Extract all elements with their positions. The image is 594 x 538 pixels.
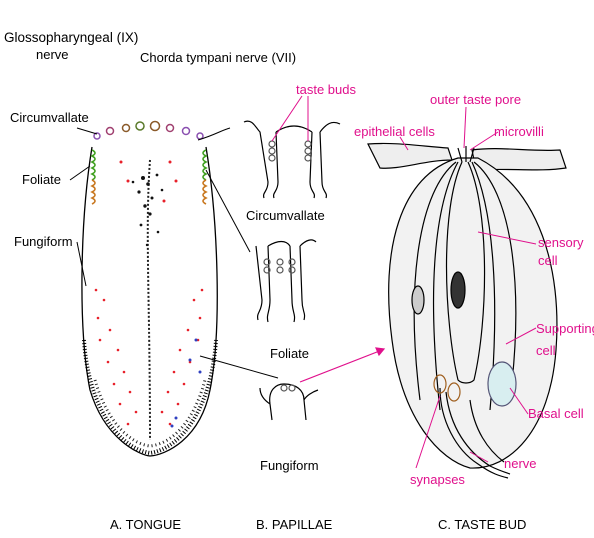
taste-buds-leaders [272, 96, 308, 141]
circumvallate-papilla-label: Circumvallate [246, 208, 325, 223]
taste-buds-label: taste buds [296, 82, 356, 97]
basal-cell-label: Basal cell [528, 406, 584, 421]
fungiform-to-tastebud-arrow [300, 348, 384, 382]
foliate-tongue-label: Foliate [22, 172, 61, 187]
fungiform-tongue-label: Fungiform [14, 234, 73, 249]
fungiform-papilla-label: Fungiform [260, 458, 319, 473]
basal-cell [488, 362, 516, 406]
foliate-papilla-label: Foliate [270, 346, 309, 361]
microvilli-label: microvilli [494, 124, 544, 139]
foliate-right [203, 150, 206, 204]
sensory-cell-label: sensory cell [538, 234, 584, 270]
supporting-cell-label-line1: Supporting [536, 318, 594, 340]
tongue-central-stipple [132, 174, 164, 247]
circumvallate-tongue-label: Circumvallate [10, 110, 89, 125]
chorda-tympani-label: Chorda tympani nerve (VII) [140, 50, 296, 65]
sensory-cell-nucleus [451, 272, 465, 308]
epithelial-cells-label: epithelial cells [354, 124, 435, 139]
synapses-label: synapses [410, 472, 465, 487]
circumvallate-taste-buds [269, 141, 311, 161]
tongue-median-groove [148, 160, 150, 440]
caption-tongue: A. TONGUE [110, 517, 181, 532]
nerve-label: nerve [504, 456, 537, 471]
supporting-cell-label: Supporting cell [536, 318, 594, 362]
papillae-illustration [200, 96, 340, 420]
tongue-accent-dots [171, 339, 202, 428]
glossopharyngeal-label: Glossopharyngeal (IX) [4, 30, 138, 45]
foliate-left [92, 150, 95, 204]
foliate-papilla [256, 240, 316, 322]
supporting-cell-label-line2: cell [536, 340, 594, 362]
papillae-connector-lines [200, 170, 278, 378]
tongue-illustration [70, 82, 230, 456]
sensory-cell-label-line2: cell [538, 252, 584, 270]
glossopharyngeal-line1: Glossopharyngeal (IX) [4, 30, 138, 45]
outer-taste-pore-label: outer taste pore [430, 92, 521, 107]
sensory-cell-label-line1: sensory [538, 234, 584, 252]
tongue-top-patch [92, 82, 188, 122]
caption-papillae: B. PAPILLAE [256, 517, 332, 532]
taste-bud-illustration [368, 107, 566, 478]
caption-taste-bud: C. TASTE BUD [438, 517, 526, 532]
glossopharyngeal-label-line2: nerve [36, 47, 69, 62]
left-cell-nucleus [412, 286, 424, 314]
circumvallate-papillae-row [94, 122, 203, 140]
circumvallate-papilla [244, 121, 340, 198]
